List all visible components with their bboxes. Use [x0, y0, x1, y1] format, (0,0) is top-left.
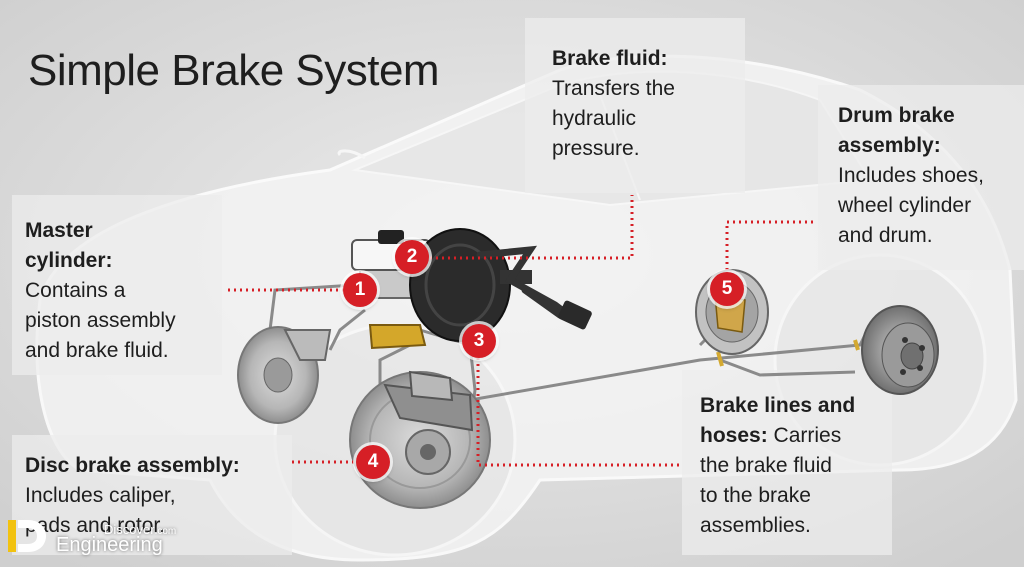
marker-3: 3 — [462, 324, 496, 358]
marker-1: 1 — [343, 273, 377, 307]
leader-lines — [228, 195, 815, 467]
callout-text-line: hydraulic — [552, 107, 637, 130]
callout-text-line: wheel cylinder — [838, 194, 972, 217]
callout-brake-fluid: Brake fluid: Transfers the hydraulic pre… — [552, 44, 675, 164]
diagram-title: Simple Brake System — [28, 46, 440, 95]
callout-text-line: the brake fluid — [700, 454, 832, 477]
callout-text-line: Transfers the — [552, 77, 675, 100]
callout-brake-lines: Brake lines and hoses: Carries the brake… — [700, 391, 855, 541]
watermark-logo: Discover.com Engineering — [6, 514, 216, 558]
logo-domain: .com — [154, 526, 177, 537]
callout-heading: Brake lines and — [700, 394, 856, 417]
callout-text-line: to the brake — [700, 484, 811, 507]
callout-text-line: piston assembly — [25, 309, 176, 332]
callout-text-line: pads and rotor. — [25, 514, 166, 537]
callout-heading: cylinder: — [25, 249, 113, 272]
callout-heading: Master — [25, 219, 93, 242]
callout-text-line: pressure. — [552, 137, 640, 160]
callout-drum-brake: Drum brake assembly: Includes shoes, whe… — [838, 101, 984, 251]
callout-heading: Disc brake assembly: — [25, 454, 240, 477]
callout-text-line: Includes shoes, — [838, 164, 984, 187]
callout-text-line: Includes caliper, — [25, 484, 176, 507]
callout-text-line: and drum. — [838, 224, 933, 247]
logo-word-top: Discover.com — [104, 522, 177, 537]
marker-4: 4 — [356, 445, 390, 479]
logo-mark — [8, 520, 46, 552]
callout-inline-text: Carries — [767, 424, 842, 447]
front-left-disc-brake — [237, 326, 332, 424]
rear-right-drum-brake — [861, 305, 939, 395]
callout-heading: assembly: — [838, 134, 941, 157]
callout-heading-inline: hoses: — [700, 424, 768, 447]
callout-heading: Drum brake — [838, 104, 955, 127]
marker-5: 5 — [710, 272, 744, 306]
logo-word: Engineering — [56, 534, 163, 556]
front-right-disc-brake — [349, 370, 491, 509]
callout-text-line: assemblies. — [700, 514, 811, 537]
callout-master-cylinder: Master cylinder: Contains a piston assem… — [25, 216, 176, 366]
callout-text-line: hoses: Carries — [700, 421, 855, 451]
callout-text-line: Contains a — [25, 279, 126, 302]
callout-disc-brake: Disc brake assembly: Includes caliper, p… — [25, 451, 240, 541]
callout-heading: Brake fluid: — [552, 47, 668, 70]
callout-text-line: and brake fluid. — [25, 339, 169, 362]
marker-2: 2 — [395, 240, 429, 274]
